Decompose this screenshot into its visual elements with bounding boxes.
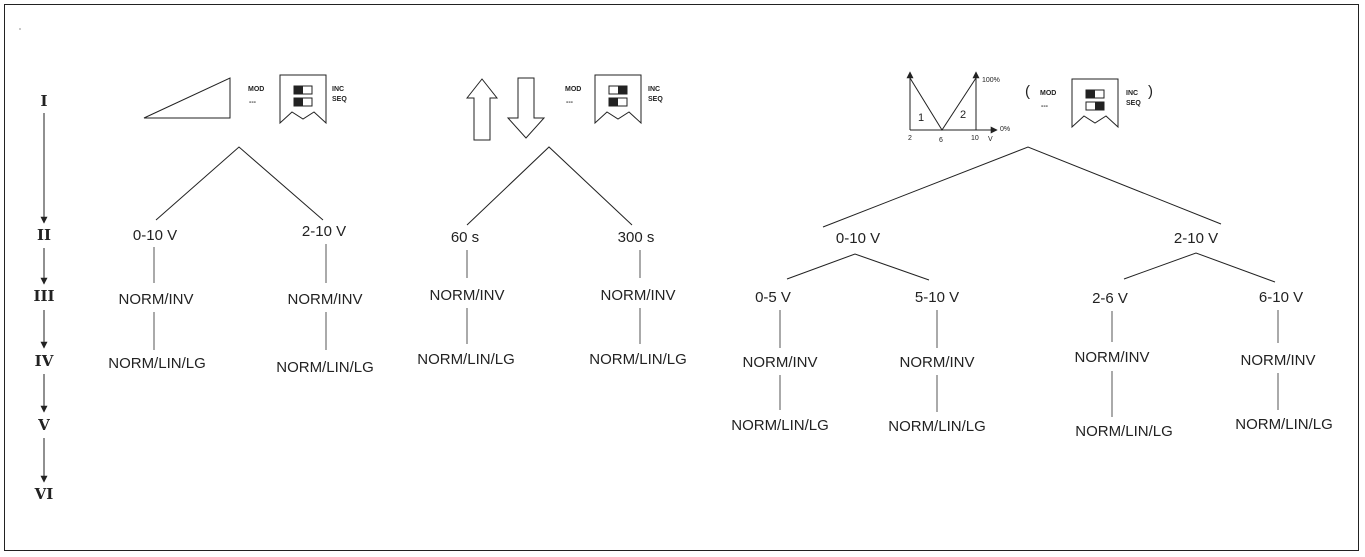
switch-knob-top bbox=[294, 86, 303, 94]
level-label-1: I bbox=[40, 92, 47, 110]
graph-tick-2: 2 bbox=[908, 135, 912, 142]
mod-label: MOD bbox=[1040, 90, 1056, 97]
tree-v-graph: 100% 0% 1 2 2 6 10 V ( MOD --- INC SEQ )… bbox=[731, 71, 1333, 440]
curve-norm-lin-lg: NORM/LIN/LG bbox=[888, 418, 986, 435]
voltage-graph-icon: 100% 0% 1 2 2 6 10 V bbox=[906, 71, 1010, 144]
mod-label: MOD bbox=[565, 86, 581, 93]
graph-segment-1: 1 bbox=[918, 112, 924, 124]
down-arrow-icon bbox=[506, 77, 546, 139]
range-0-5v: 0-5 V bbox=[755, 289, 791, 306]
range-2-6v: 2-6 V bbox=[1092, 290, 1128, 307]
paren-close: ) bbox=[1148, 83, 1153, 100]
switch-knob-bottom bbox=[609, 98, 618, 106]
mod-label: MOD bbox=[248, 86, 264, 93]
switch-knob-top bbox=[1086, 90, 1095, 98]
mode-norm-inv: NORM/INV bbox=[430, 287, 505, 304]
mode-norm-inv: NORM/INV bbox=[288, 291, 363, 308]
curve-norm-lin-lg: NORM/LIN/LG bbox=[731, 417, 829, 434]
mode-norm-inv: NORM/INV bbox=[743, 354, 818, 371]
sub-branch-right bbox=[1123, 252, 1276, 283]
diagram-frame bbox=[4, 4, 1359, 551]
curve-norm-lin-lg: NORM/LIN/LG bbox=[589, 351, 687, 368]
time-60s: 60 s bbox=[451, 229, 479, 246]
dip-switch-3: ( MOD --- INC SEQ ) bbox=[1025, 78, 1153, 129]
branch-lines bbox=[466, 146, 633, 226]
mode-norm-inv: NORM/INV bbox=[900, 354, 975, 371]
speck-dot bbox=[19, 28, 21, 30]
range-5-10v: 5-10 V bbox=[915, 289, 959, 306]
dip-switch-1: MOD --- INC SEQ bbox=[248, 74, 347, 125]
graph-v-line bbox=[909, 77, 977, 131]
up-arrow-icon bbox=[465, 78, 499, 141]
branch-lines bbox=[155, 146, 324, 221]
tree-up-down: MOD --- INC SEQ 60 s 300 s NORM/INV NORM… bbox=[417, 74, 687, 368]
range-2-10v: 2-10 V bbox=[302, 223, 346, 240]
level-label-3: III bbox=[33, 287, 54, 305]
dashes-label: --- bbox=[249, 99, 257, 106]
tree-ramp: MOD --- INC SEQ 0-10 V 2-10 V NORM/INV N… bbox=[108, 74, 374, 376]
ramp-icon bbox=[143, 77, 231, 119]
switch-knob-top bbox=[618, 86, 627, 94]
switch-housing-icon bbox=[279, 74, 327, 125]
curve-norm-lin-lg: NORM/LIN/LG bbox=[1235, 416, 1333, 433]
switch-knob-bottom bbox=[1095, 102, 1104, 110]
inc-label: INC bbox=[648, 86, 660, 93]
graph-0-label: 0% bbox=[1000, 126, 1010, 133]
range-6-10v: 6-10 V bbox=[1259, 289, 1303, 306]
curve-norm-lin-lg: NORM/LIN/LG bbox=[417, 351, 515, 368]
inc-label: INC bbox=[1126, 90, 1138, 97]
seq-label: SEQ bbox=[332, 96, 347, 103]
paren-open: ( bbox=[1025, 83, 1030, 100]
level-label-6: VI bbox=[34, 485, 54, 503]
range-2-10v: 2-10 V bbox=[1174, 230, 1218, 247]
curve-norm-lin-lg: NORM/LIN/LG bbox=[108, 355, 206, 372]
dashes-label: --- bbox=[1041, 103, 1049, 110]
graph-unit-v: V bbox=[988, 136, 993, 143]
seq-label: SEQ bbox=[1126, 100, 1141, 107]
range-0-10v: 0-10 V bbox=[133, 227, 177, 244]
curve-norm-lin-lg: NORM/LIN/LG bbox=[276, 359, 374, 376]
branch-lines bbox=[822, 146, 1222, 228]
graph-100-label: 100% bbox=[982, 77, 1000, 84]
range-0-10v: 0-10 V bbox=[836, 230, 880, 247]
switch-housing-icon bbox=[594, 74, 642, 125]
level-label-2: II bbox=[37, 226, 51, 244]
mode-norm-inv: NORM/INV bbox=[601, 287, 676, 304]
mode-norm-inv: NORM/INV bbox=[1075, 349, 1150, 366]
graph-segment-2: 2 bbox=[960, 109, 966, 121]
switch-housing-icon bbox=[1071, 78, 1119, 129]
dip-switch-2: MOD --- INC SEQ bbox=[565, 74, 663, 125]
graph-tick-6: 6 bbox=[939, 137, 943, 144]
mode-norm-inv: NORM/INV bbox=[119, 291, 194, 308]
switch-knob-bottom bbox=[294, 98, 303, 106]
level-label-4: IV bbox=[35, 352, 54, 370]
seq-label: SEQ bbox=[648, 96, 663, 103]
curve-norm-lin-lg: NORM/LIN/LG bbox=[1075, 423, 1173, 440]
inc-label: INC bbox=[332, 86, 344, 93]
time-300s: 300 s bbox=[618, 229, 655, 246]
level-label-5: V bbox=[37, 416, 50, 434]
mode-norm-inv: NORM/INV bbox=[1241, 352, 1316, 369]
dashes-label: --- bbox=[566, 99, 574, 106]
level-axis: I II III IV V VI bbox=[33, 92, 54, 503]
sub-branch-left bbox=[786, 253, 930, 281]
graph-tick-10: 10 bbox=[971, 135, 979, 142]
